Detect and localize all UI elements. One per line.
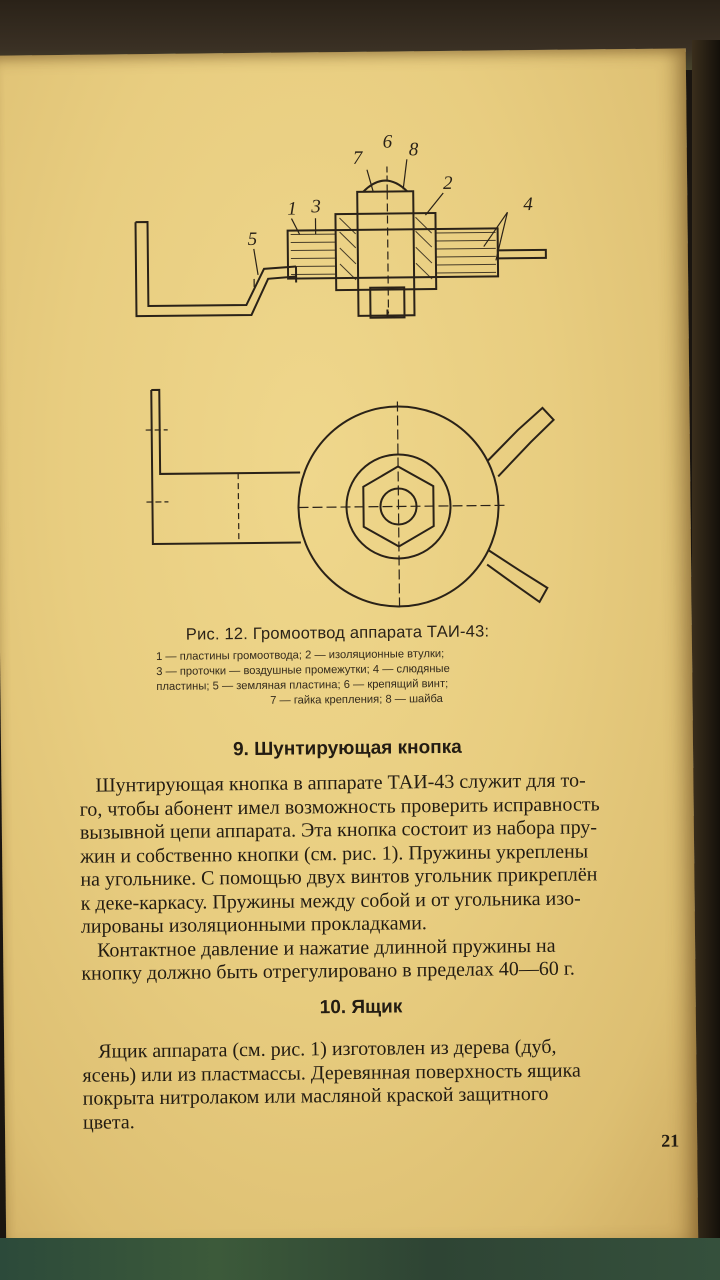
figure-label-5: 5 [248, 229, 258, 250]
figure-label-6: 6 [383, 131, 393, 152]
book-cover-edge [0, 1238, 720, 1280]
figure-legend: 1 — пластины громоотвода; 2 — изоляционн… [156, 646, 557, 710]
figure-lightning-arrester: 7 6 8 2 1 3 4 5 [134, 131, 556, 612]
figure-label-1: 1 [287, 198, 297, 219]
section-10-text: Ящик аппарата (см. рис. 1) изготовлен из… [82, 1035, 673, 1135]
figure-label-8: 8 [409, 139, 419, 160]
book-edge [692, 40, 720, 1260]
figure-caption-title: Рис. 12. Громоотвод аппарата ТАИ-43: [185, 622, 490, 644]
figure-label-7: 7 [353, 148, 364, 169]
page-number: 21 [661, 1130, 680, 1151]
section-10-heading: 10. Ящик [319, 996, 403, 1019]
book-page: 7 6 8 2 1 3 4 5 Рис. 12. Громоотвод аппа… [0, 48, 699, 1252]
section-9-text: Шунтирующая кнопка в аппарате ТАИ-43 слу… [79, 769, 671, 987]
section-9-heading: 9. Шунтирующая кнопка [232, 736, 462, 761]
text-line: кнопку должно быть отрегулировано в пред… [81, 957, 575, 985]
figure-label-3: 3 [310, 196, 321, 217]
figure-label-2: 2 [443, 173, 453, 194]
figure-label-4: 4 [523, 194, 533, 215]
